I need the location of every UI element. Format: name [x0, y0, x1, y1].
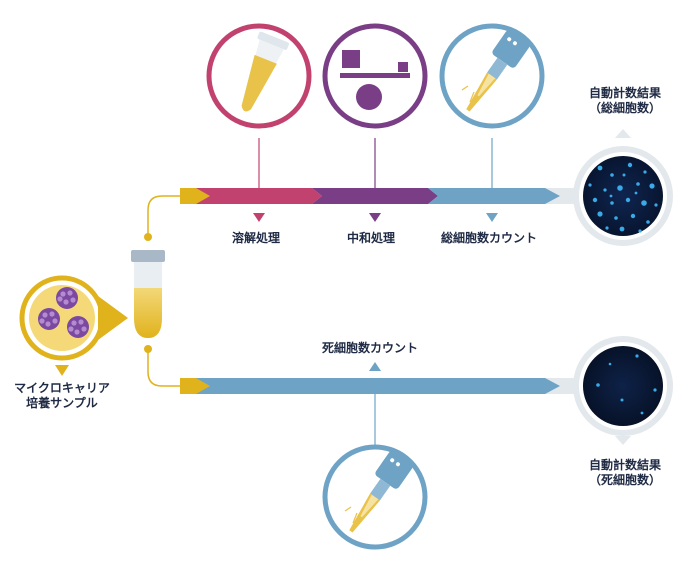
total-result-up-marker [615, 129, 631, 138]
total-result-line2: （総細胞数） [588, 101, 661, 115]
pipette-icon-dead-count [322, 444, 428, 550]
total-count-result-dish [573, 129, 673, 246]
step-label-total-count: 総細胞数カウント [441, 231, 538, 245]
dead-count-marker [369, 362, 381, 371]
sample-tube-icon [131, 250, 165, 338]
neutralize-marker [369, 213, 381, 222]
cell-cluster-icon [38, 287, 89, 338]
step-label-lysis: 溶解処理 [232, 231, 281, 245]
dead-count-result-dish [573, 336, 673, 445]
total-count-marker [486, 213, 498, 222]
lysis-tube-icon [206, 23, 312, 129]
step-label-dead-count: 死細胞数カウント [322, 341, 419, 355]
branch-connectors [147, 195, 180, 387]
sample-label: マイクロキャリア 培養サンプル [2, 381, 122, 411]
lysis-marker [253, 213, 265, 222]
dead-result-down-marker [615, 436, 631, 445]
balance-icon [322, 23, 428, 129]
bottom-process-arrow [180, 378, 595, 394]
sample-down-marker [55, 365, 69, 376]
step-label-neutralize: 中和処理 [347, 231, 396, 245]
top-process-arrow [180, 188, 595, 204]
dead-result-line2: （死細胞数） [588, 473, 661, 487]
total-result-label: 自動計数結果 （総細胞数） [570, 86, 680, 116]
pipette-icon [439, 23, 545, 129]
dead-result-label: 自動計数結果 （死細胞数） [570, 458, 680, 488]
total-result-line1: 自動計数結果 [588, 86, 661, 100]
sample-icon [19, 275, 128, 376]
sample-label-line2: 培養サンプル [26, 396, 98, 410]
dead-result-line1: 自動計数結果 [588, 458, 661, 472]
sample-label-line1: マイクロキャリア [14, 381, 110, 395]
